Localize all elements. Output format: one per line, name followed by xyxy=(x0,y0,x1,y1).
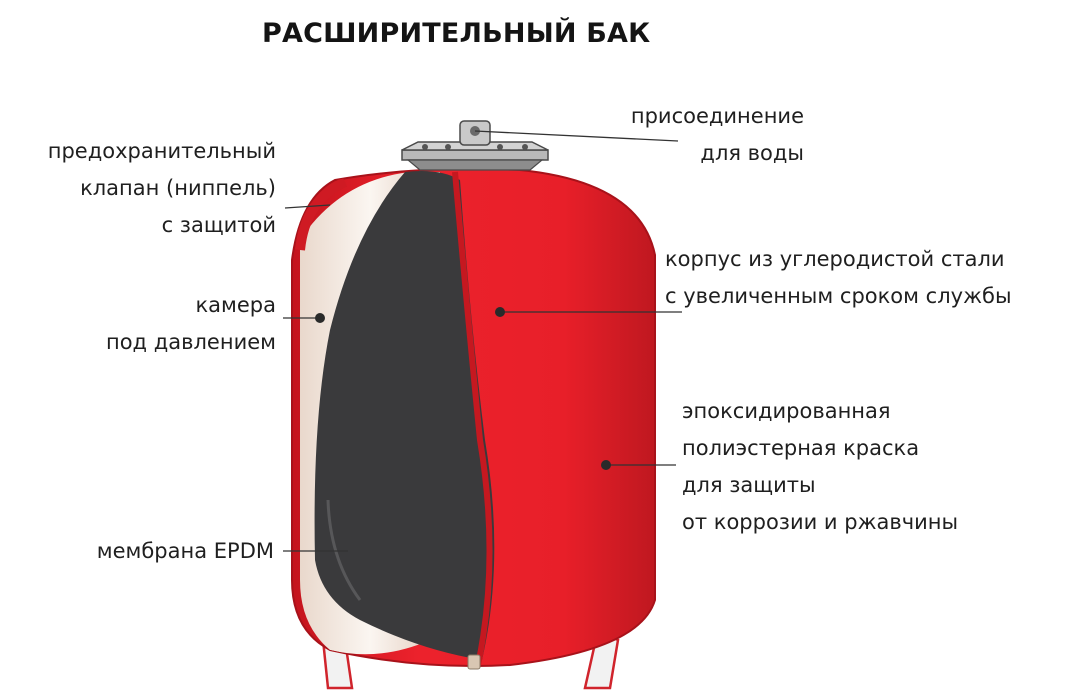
label-water-connection: присоединение для воды xyxy=(630,104,804,165)
label-safety-valve: предохранительный клапан (ниппель) с защ… xyxy=(47,139,276,237)
leader-lines xyxy=(283,130,682,552)
leader-dots xyxy=(315,307,611,470)
label-steel-body: корпус из углеродистой стали с увеличенн… xyxy=(665,247,1012,308)
label-epoxy-paint: эпоксидированная полиэстерная краска для… xyxy=(682,399,959,534)
membrane-area xyxy=(314,171,495,660)
water-connection-flange xyxy=(401,120,549,171)
diagram-title: РАСШИРИТЕЛЬНЫЙ БАК xyxy=(262,18,651,49)
label-membrane: мембрана EPDM xyxy=(96,539,274,563)
label-pressure-chamber: камера под давлением xyxy=(105,293,276,354)
